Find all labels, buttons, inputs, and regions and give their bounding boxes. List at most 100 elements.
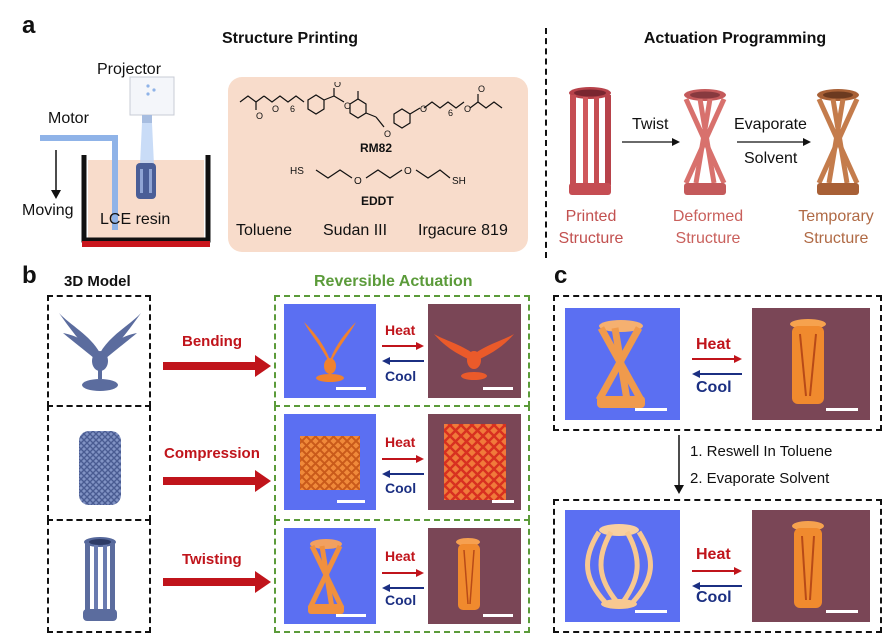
model-box-twisting bbox=[47, 519, 151, 633]
panel-c-top-heat-photo bbox=[752, 308, 870, 420]
cool-label-twisting: Cool bbox=[385, 592, 417, 608]
scale-bar bbox=[826, 408, 858, 411]
svg-text:O: O bbox=[344, 101, 351, 111]
scale-bar bbox=[492, 500, 514, 503]
chemistry-box bbox=[228, 77, 528, 252]
svg-text:O: O bbox=[354, 176, 362, 187]
svg-text:O: O bbox=[384, 129, 391, 139]
irgacure-label: Irgacure 819 bbox=[418, 222, 508, 239]
deformed-caption-line2: Structure bbox=[675, 230, 741, 247]
svg-text:6: 6 bbox=[290, 104, 295, 114]
cool-label-bending: Cool bbox=[385, 368, 417, 384]
compression-heat-photo bbox=[428, 414, 521, 510]
scale-bar bbox=[826, 610, 858, 613]
panel-letter-b: b bbox=[22, 262, 37, 289]
svg-text:O: O bbox=[464, 104, 471, 114]
step-reswell: 1. Reswell In Toluene bbox=[690, 443, 833, 460]
twisting-label: Twisting bbox=[182, 551, 242, 568]
structure-printing-title: Structure Printing bbox=[221, 30, 358, 47]
deformed-structure-caption: Deformed Structure bbox=[662, 206, 754, 250]
heat-cool-arrows-bending bbox=[382, 342, 424, 365]
scale-bar bbox=[635, 408, 667, 411]
svg-text:O: O bbox=[478, 84, 485, 94]
printing-setup-illustration bbox=[40, 76, 211, 247]
printed-structure-image bbox=[569, 87, 611, 195]
actuation-box-twisting bbox=[274, 519, 530, 633]
panel-c-bottom-box bbox=[553, 499, 882, 633]
svg-text:O: O bbox=[256, 111, 263, 121]
scale-bar bbox=[336, 614, 366, 617]
printed-structure-caption: Printed Structure bbox=[550, 206, 632, 250]
temporary-caption-line1: Temporary bbox=[798, 208, 874, 225]
svg-text:O: O bbox=[272, 104, 279, 114]
bending-arrow bbox=[163, 355, 271, 377]
cool-label-c-bottom: Cool bbox=[696, 589, 732, 606]
evaporate-label: Evaporate bbox=[734, 116, 807, 133]
heat-label-bending: Heat bbox=[385, 322, 416, 338]
compression-arrow bbox=[163, 470, 271, 492]
moving-label: Moving bbox=[22, 202, 74, 219]
svg-text:HS: HS bbox=[290, 166, 304, 177]
projector-label: Projector bbox=[97, 61, 162, 78]
scale-bar bbox=[483, 387, 513, 390]
twist-label: Twist bbox=[632, 116, 669, 133]
panel-c-top-box bbox=[553, 295, 882, 431]
eddt-label: EDDT bbox=[361, 194, 394, 208]
heat-cool-arrows-c-top bbox=[692, 355, 742, 378]
lattice-model bbox=[79, 431, 121, 505]
panel-divider bbox=[545, 28, 547, 258]
actuation-programming-title: Actuation Programming bbox=[643, 30, 827, 47]
reswell-arrow bbox=[674, 435, 684, 494]
heat-label-c-bottom: Heat bbox=[696, 546, 731, 563]
temporary-structure-image bbox=[816, 89, 860, 195]
sudan-label: Sudan III bbox=[323, 222, 388, 239]
bird-model bbox=[59, 313, 141, 391]
printed-caption-line2: Structure bbox=[558, 230, 624, 247]
bending-label: Bending bbox=[182, 333, 242, 350]
resin-label: LCE resin bbox=[100, 211, 171, 228]
solvent-label: Solvent bbox=[744, 150, 798, 167]
cool-label-compression: Cool bbox=[385, 480, 417, 496]
motor-label: Motor bbox=[48, 110, 89, 127]
panel-c-bottom-heat-photo bbox=[752, 510, 870, 622]
panel-letter-a: a bbox=[22, 12, 36, 39]
deformed-caption-line1: Deformed bbox=[672, 208, 744, 225]
heat-cool-arrows-compression bbox=[382, 455, 424, 478]
scale-bar bbox=[336, 387, 366, 390]
svg-text:6: 6 bbox=[448, 108, 453, 118]
heat-label-compression: Heat bbox=[385, 434, 416, 450]
twisting-arrow bbox=[163, 571, 271, 593]
svg-text:O: O bbox=[334, 82, 341, 89]
step-evaporate: 2. Evaporate Solvent bbox=[690, 470, 830, 487]
heat-label-twisting: Heat bbox=[385, 548, 416, 564]
cylinder-model bbox=[83, 537, 117, 621]
scale-bar bbox=[337, 500, 365, 503]
twist-arrow bbox=[622, 138, 680, 146]
toluene-label: Toluene bbox=[236, 222, 293, 239]
scale-bar bbox=[635, 610, 667, 613]
panel-c-bottom-cool-photo bbox=[565, 510, 680, 622]
heat-label-c-top: Heat bbox=[696, 336, 731, 353]
heat-cool-arrows-c-bottom bbox=[692, 567, 742, 590]
svg-text:O: O bbox=[404, 166, 412, 177]
svg-text:SH: SH bbox=[452, 176, 466, 187]
bending-heat-photo bbox=[428, 304, 521, 398]
compression-label: Compression bbox=[164, 445, 260, 462]
svg-text:O: O bbox=[420, 104, 427, 114]
model-title: 3D Model bbox=[64, 273, 131, 290]
scale-bar bbox=[483, 614, 513, 617]
heat-cool-arrows-twisting bbox=[382, 569, 424, 592]
eddt-structure: HS O O SH bbox=[290, 166, 466, 187]
temporary-caption-line2: Structure bbox=[803, 230, 869, 247]
printed-caption-line1: Printed bbox=[565, 208, 617, 225]
panel-c-top-cool-photo bbox=[565, 308, 680, 420]
compression-cool-photo bbox=[284, 414, 376, 510]
panel-letter-c: c bbox=[554, 262, 568, 289]
twisting-heat-photo bbox=[428, 528, 521, 624]
reversible-actuation-title: Reversible Actuation bbox=[314, 273, 473, 290]
bending-cool-photo bbox=[284, 304, 376, 398]
cool-label-c-top: Cool bbox=[696, 379, 732, 396]
evaporate-arrow bbox=[737, 138, 811, 146]
temporary-structure-caption: Temporary Structure bbox=[786, 206, 886, 250]
